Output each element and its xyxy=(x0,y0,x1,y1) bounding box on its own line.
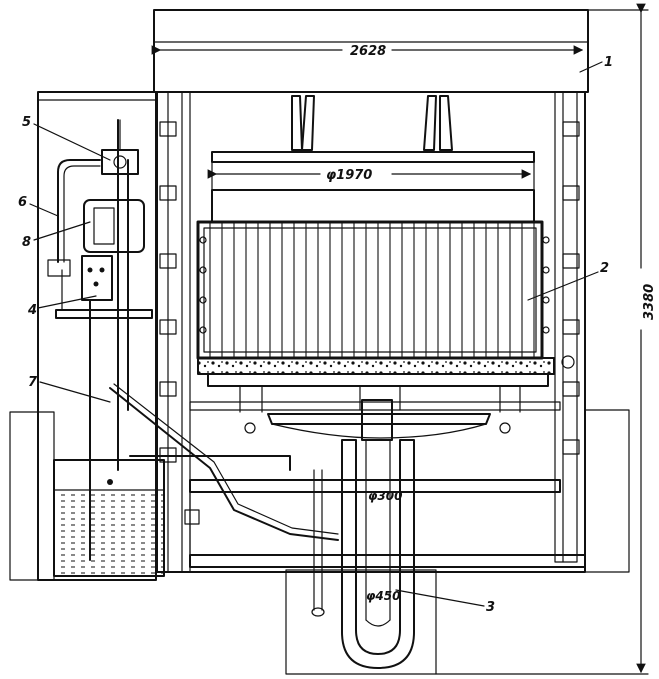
support-beams xyxy=(189,373,586,568)
dimension-tube-inner-diameter: φ450 xyxy=(366,589,400,603)
callout-1: 1 xyxy=(604,55,613,70)
callout-8: 8 xyxy=(22,235,31,250)
callout-7: 7 xyxy=(28,375,38,390)
dimension-lines xyxy=(151,3,649,675)
right-column-windows xyxy=(562,121,580,455)
dimension-rotor-diameter: φ1970 xyxy=(326,168,372,183)
callout-3: 3 xyxy=(486,600,495,615)
dimension-height-right: 3380 xyxy=(642,284,657,320)
left-column-windows xyxy=(159,121,200,525)
dimension-tube-outer-diameter: φ300 xyxy=(368,489,402,503)
left-apparatus xyxy=(9,91,339,617)
callout-4: 4 xyxy=(27,303,37,318)
callout-5: 5 xyxy=(22,115,31,130)
drum-assembly xyxy=(196,189,575,375)
callout-leaders xyxy=(29,61,603,607)
callout-2: 2 xyxy=(600,261,609,276)
central-tube xyxy=(285,399,437,675)
dimension-width-top: 2628 xyxy=(350,44,386,59)
drum-side-bolts xyxy=(199,236,575,369)
callout-6: 6 xyxy=(18,195,27,210)
